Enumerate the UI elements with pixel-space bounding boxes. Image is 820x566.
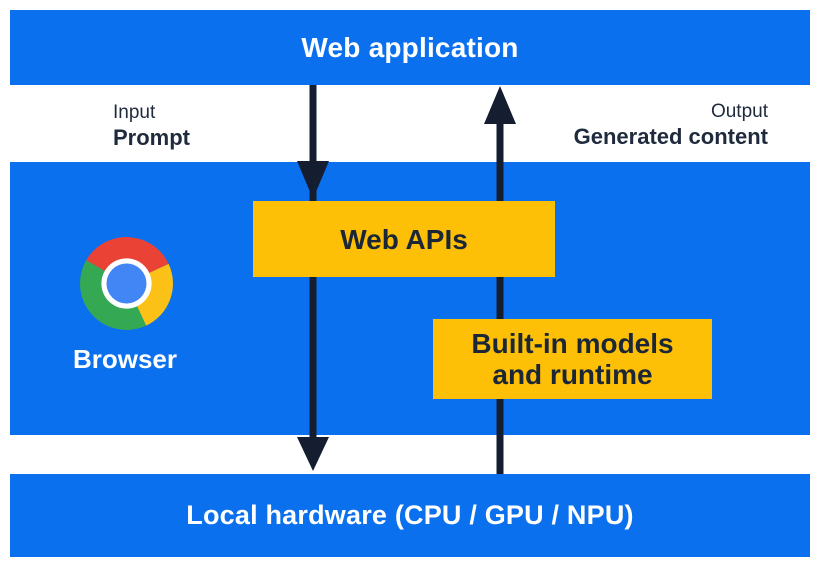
input-annotation: Input Prompt — [113, 101, 190, 151]
web-apis-label: Web APIs — [340, 223, 468, 255]
builtin-models-line2: and runtime — [492, 359, 653, 390]
chrome-logo-icon — [80, 237, 173, 330]
output-annotation: Output Generated content — [574, 100, 768, 150]
chrome-logo-blue-center — [106, 263, 147, 304]
input-title: Input — [113, 102, 156, 123]
local-hardware-label: Local hardware (CPU / GPU / NPU) — [186, 500, 634, 530]
builtin-models-box: Built-in models and runtime — [433, 319, 712, 399]
web-apis-box: Web APIs — [253, 201, 555, 277]
output-value: Generated content — [573, 124, 768, 149]
up-arrowhead-into-webapp — [484, 86, 516, 124]
builtin-models-line1: Built-in models — [471, 328, 674, 359]
web-application-label: Web application — [301, 31, 519, 63]
input-value: Prompt — [113, 125, 190, 150]
down-arrowhead-into-hardware — [297, 437, 329, 471]
output-title: Output — [710, 101, 768, 122]
local-hardware-bar: Local hardware (CPU / GPU / NPU) — [10, 474, 810, 557]
browser-label: Browser — [72, 344, 178, 374]
web-application-bar: Web application — [10, 10, 810, 85]
